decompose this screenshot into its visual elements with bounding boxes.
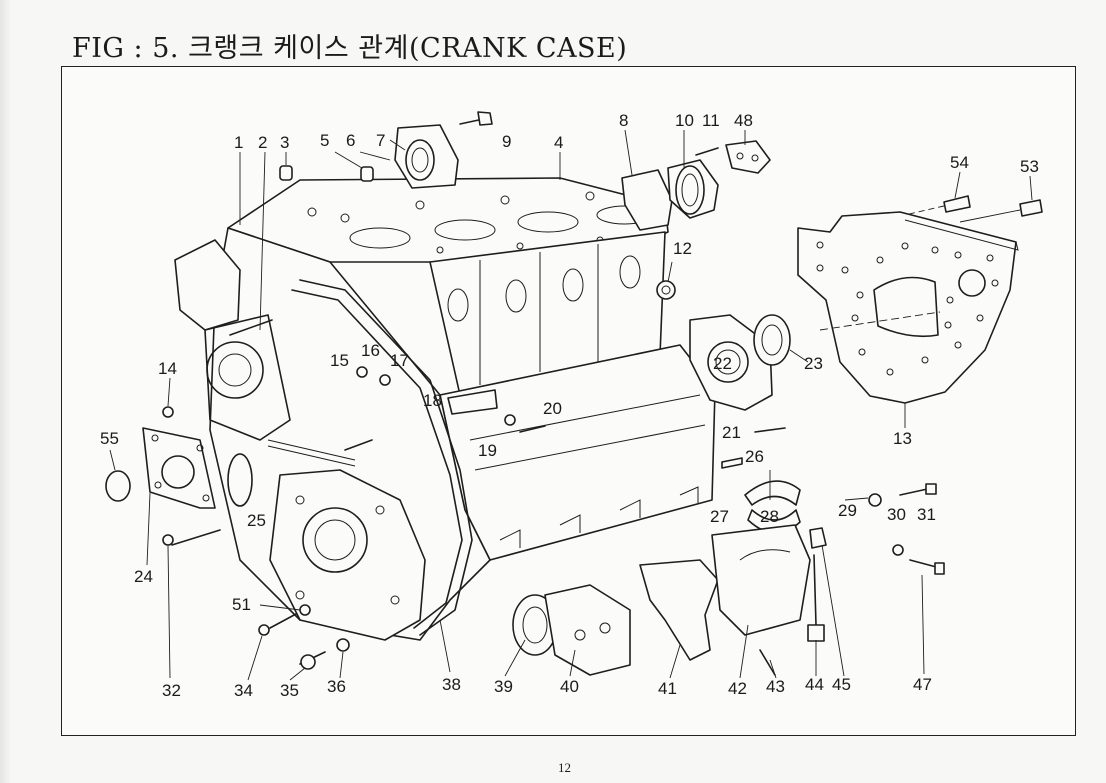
callout-1: 1	[234, 133, 243, 152]
callout-25: 25	[247, 511, 266, 530]
callout-22: 22	[713, 354, 732, 373]
callout-35: 35	[280, 681, 299, 700]
callout-21: 21	[722, 423, 741, 442]
callout-11: 11	[702, 111, 720, 130]
crank-case-block	[174, 177, 716, 641]
callout-51: 51	[232, 595, 251, 614]
callout-10: 10	[675, 111, 694, 130]
callout-38: 38	[442, 675, 461, 694]
lower-bearing-caps	[258, 524, 827, 676]
page-title: FIG : 5. 크랭크 케이스 관계(CRANK CASE)	[72, 33, 628, 64]
callout-labels: 1 2 3 5 6 7 9 4 8 10 11 48 12 54 53 13 2…	[100, 111, 1039, 700]
middle-small-parts	[162, 319, 546, 451]
flywheel-housing-plate	[797, 195, 1043, 404]
callout-16: 16	[361, 341, 380, 360]
page-number: 12	[558, 760, 571, 775]
callout-13: 13	[893, 429, 912, 448]
callout-2: 2	[258, 133, 267, 152]
callout-5: 5	[320, 131, 329, 150]
callout-17: 17	[390, 351, 409, 370]
callout-42: 42	[728, 679, 747, 698]
callout-30: 30	[887, 505, 906, 524]
callout-36: 36	[327, 677, 346, 696]
callout-20: 20	[543, 399, 562, 418]
callout-34: 34	[234, 681, 253, 700]
callout-47: 47	[913, 675, 932, 694]
callout-23: 23	[804, 354, 823, 373]
binder-edge	[0, 0, 10, 783]
callout-4: 4	[554, 133, 563, 152]
callout-24: 24	[134, 567, 153, 586]
callout-15: 15	[330, 351, 349, 370]
callout-14: 14	[158, 359, 177, 378]
callout-48: 48	[734, 111, 753, 130]
front-cover-parts	[105, 427, 253, 546]
callout-40: 40	[560, 677, 579, 696]
top-parts	[279, 111, 493, 189]
callout-32: 32	[162, 681, 181, 700]
leader-lines	[109, 129, 1033, 681]
callout-6: 6	[346, 131, 355, 150]
side-seal-parts	[689, 314, 791, 411]
callout-8: 8	[619, 111, 628, 130]
callout-28: 28	[760, 507, 779, 526]
callout-27: 27	[710, 507, 729, 526]
callout-19: 19	[478, 441, 497, 460]
callout-12: 12	[673, 239, 692, 258]
callout-31: 31	[917, 505, 936, 524]
callout-39: 39	[494, 677, 513, 696]
rear-seal-parts	[621, 140, 771, 300]
callout-43: 43	[766, 677, 785, 696]
callout-3: 3	[280, 133, 289, 152]
callout-41: 41	[658, 679, 677, 698]
callout-18: 18	[423, 391, 442, 410]
callout-44: 44	[805, 675, 824, 694]
callout-53: 53	[1020, 157, 1039, 176]
callout-54: 54	[950, 153, 969, 172]
callout-55: 55	[100, 429, 119, 448]
callout-29: 29	[838, 501, 857, 520]
callout-7: 7	[376, 131, 385, 150]
callout-9: 9	[502, 132, 511, 151]
callout-26: 26	[745, 447, 764, 466]
callout-45: 45	[832, 675, 851, 694]
